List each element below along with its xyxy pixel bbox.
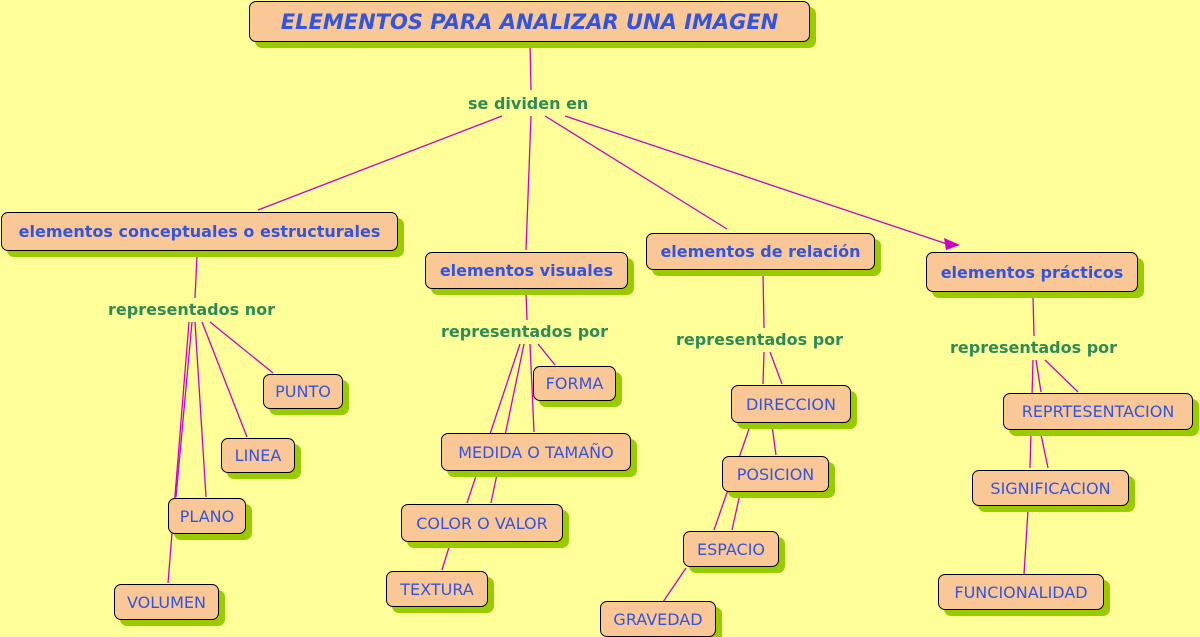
root-link-label: se dividen en [468, 94, 589, 113]
edge-practical-to-link [1032, 295, 1035, 337]
edge-vl-medida [529, 343, 535, 433]
node-volumen: VOLUMEN [114, 584, 219, 620]
edge-pl-rep2 [1035, 359, 1042, 393]
edge-cl-plano [194, 321, 207, 498]
main-title: ELEMENTOS PARA ANALIZAR UNA IMAGEN [249, 1, 810, 42]
node-visual: elementos visuales [425, 252, 628, 289]
link-practical: representados por [950, 338, 1118, 357]
node-practical: elementos prácticos [926, 252, 1138, 292]
link-conceptual: representados nor [108, 300, 275, 319]
link-relation: representados por [676, 330, 844, 349]
node-espacio: ESPACIO [683, 531, 779, 567]
edge-cl-punto [209, 321, 274, 374]
edge-vl-color1 [490, 343, 525, 504]
edge-cl-volumen [167, 321, 190, 584]
edge-pl-fun [1023, 509, 1029, 575]
edge-rl-esp2 [731, 493, 741, 531]
edge-link-to-visual [525, 115, 532, 251]
node-linea: LINEA [221, 438, 295, 473]
node-relation: elementos de relación [646, 233, 875, 270]
edge-pl-sig2 [1039, 429, 1049, 469]
node-gravedad: GRAVEDAD [600, 601, 716, 637]
edge-rl-grav [662, 567, 687, 603]
edge-conceptual-to-link [194, 255, 198, 299]
node-funcionalidad: FUNCIONALIDAD [938, 574, 1104, 610]
node-textura: TEXTURA [386, 571, 488, 607]
edge-pl-rep1 [1044, 359, 1079, 393]
edge-relation-to-link [762, 271, 765, 329]
node-punto: PUNTO [263, 374, 343, 409]
edge-title-to-link [529, 41, 532, 91]
node-posicion: POSICION [722, 456, 829, 492]
edge-rl-pos [771, 425, 777, 456]
node-plano: PLANO [168, 498, 246, 534]
node-color: COLOR O VALOR [401, 504, 563, 542]
edge-rl-dir2 [762, 351, 765, 385]
edge-link-to-conceptual [257, 115, 503, 211]
edge-link-to-relation [544, 115, 728, 230]
node-conceptual: elementos conceptuales o estructurales [1, 212, 398, 251]
edge-cl-linea [201, 321, 248, 438]
edge-visual-to-link [525, 291, 528, 321]
edge-vl-textura [441, 543, 451, 571]
edge-vl-color2 [466, 343, 521, 504]
edge-rl-dir1 [769, 351, 783, 385]
node-representacion: REPRTESENTACION [1003, 393, 1193, 430]
node-significacion: SIGNIFICACION [972, 470, 1129, 506]
arrowhead-icon [944, 238, 960, 250]
node-forma: FORMA [533, 366, 616, 401]
edge-link-to-practical [564, 115, 948, 245]
node-medida: MEDIDA O TAMAÑO [441, 433, 631, 471]
link-visual: representados por [441, 322, 609, 341]
edge-cl-plano2 [175, 321, 193, 498]
edge-vl-forma [537, 343, 556, 366]
node-direccion: DIRECCION [731, 385, 851, 423]
